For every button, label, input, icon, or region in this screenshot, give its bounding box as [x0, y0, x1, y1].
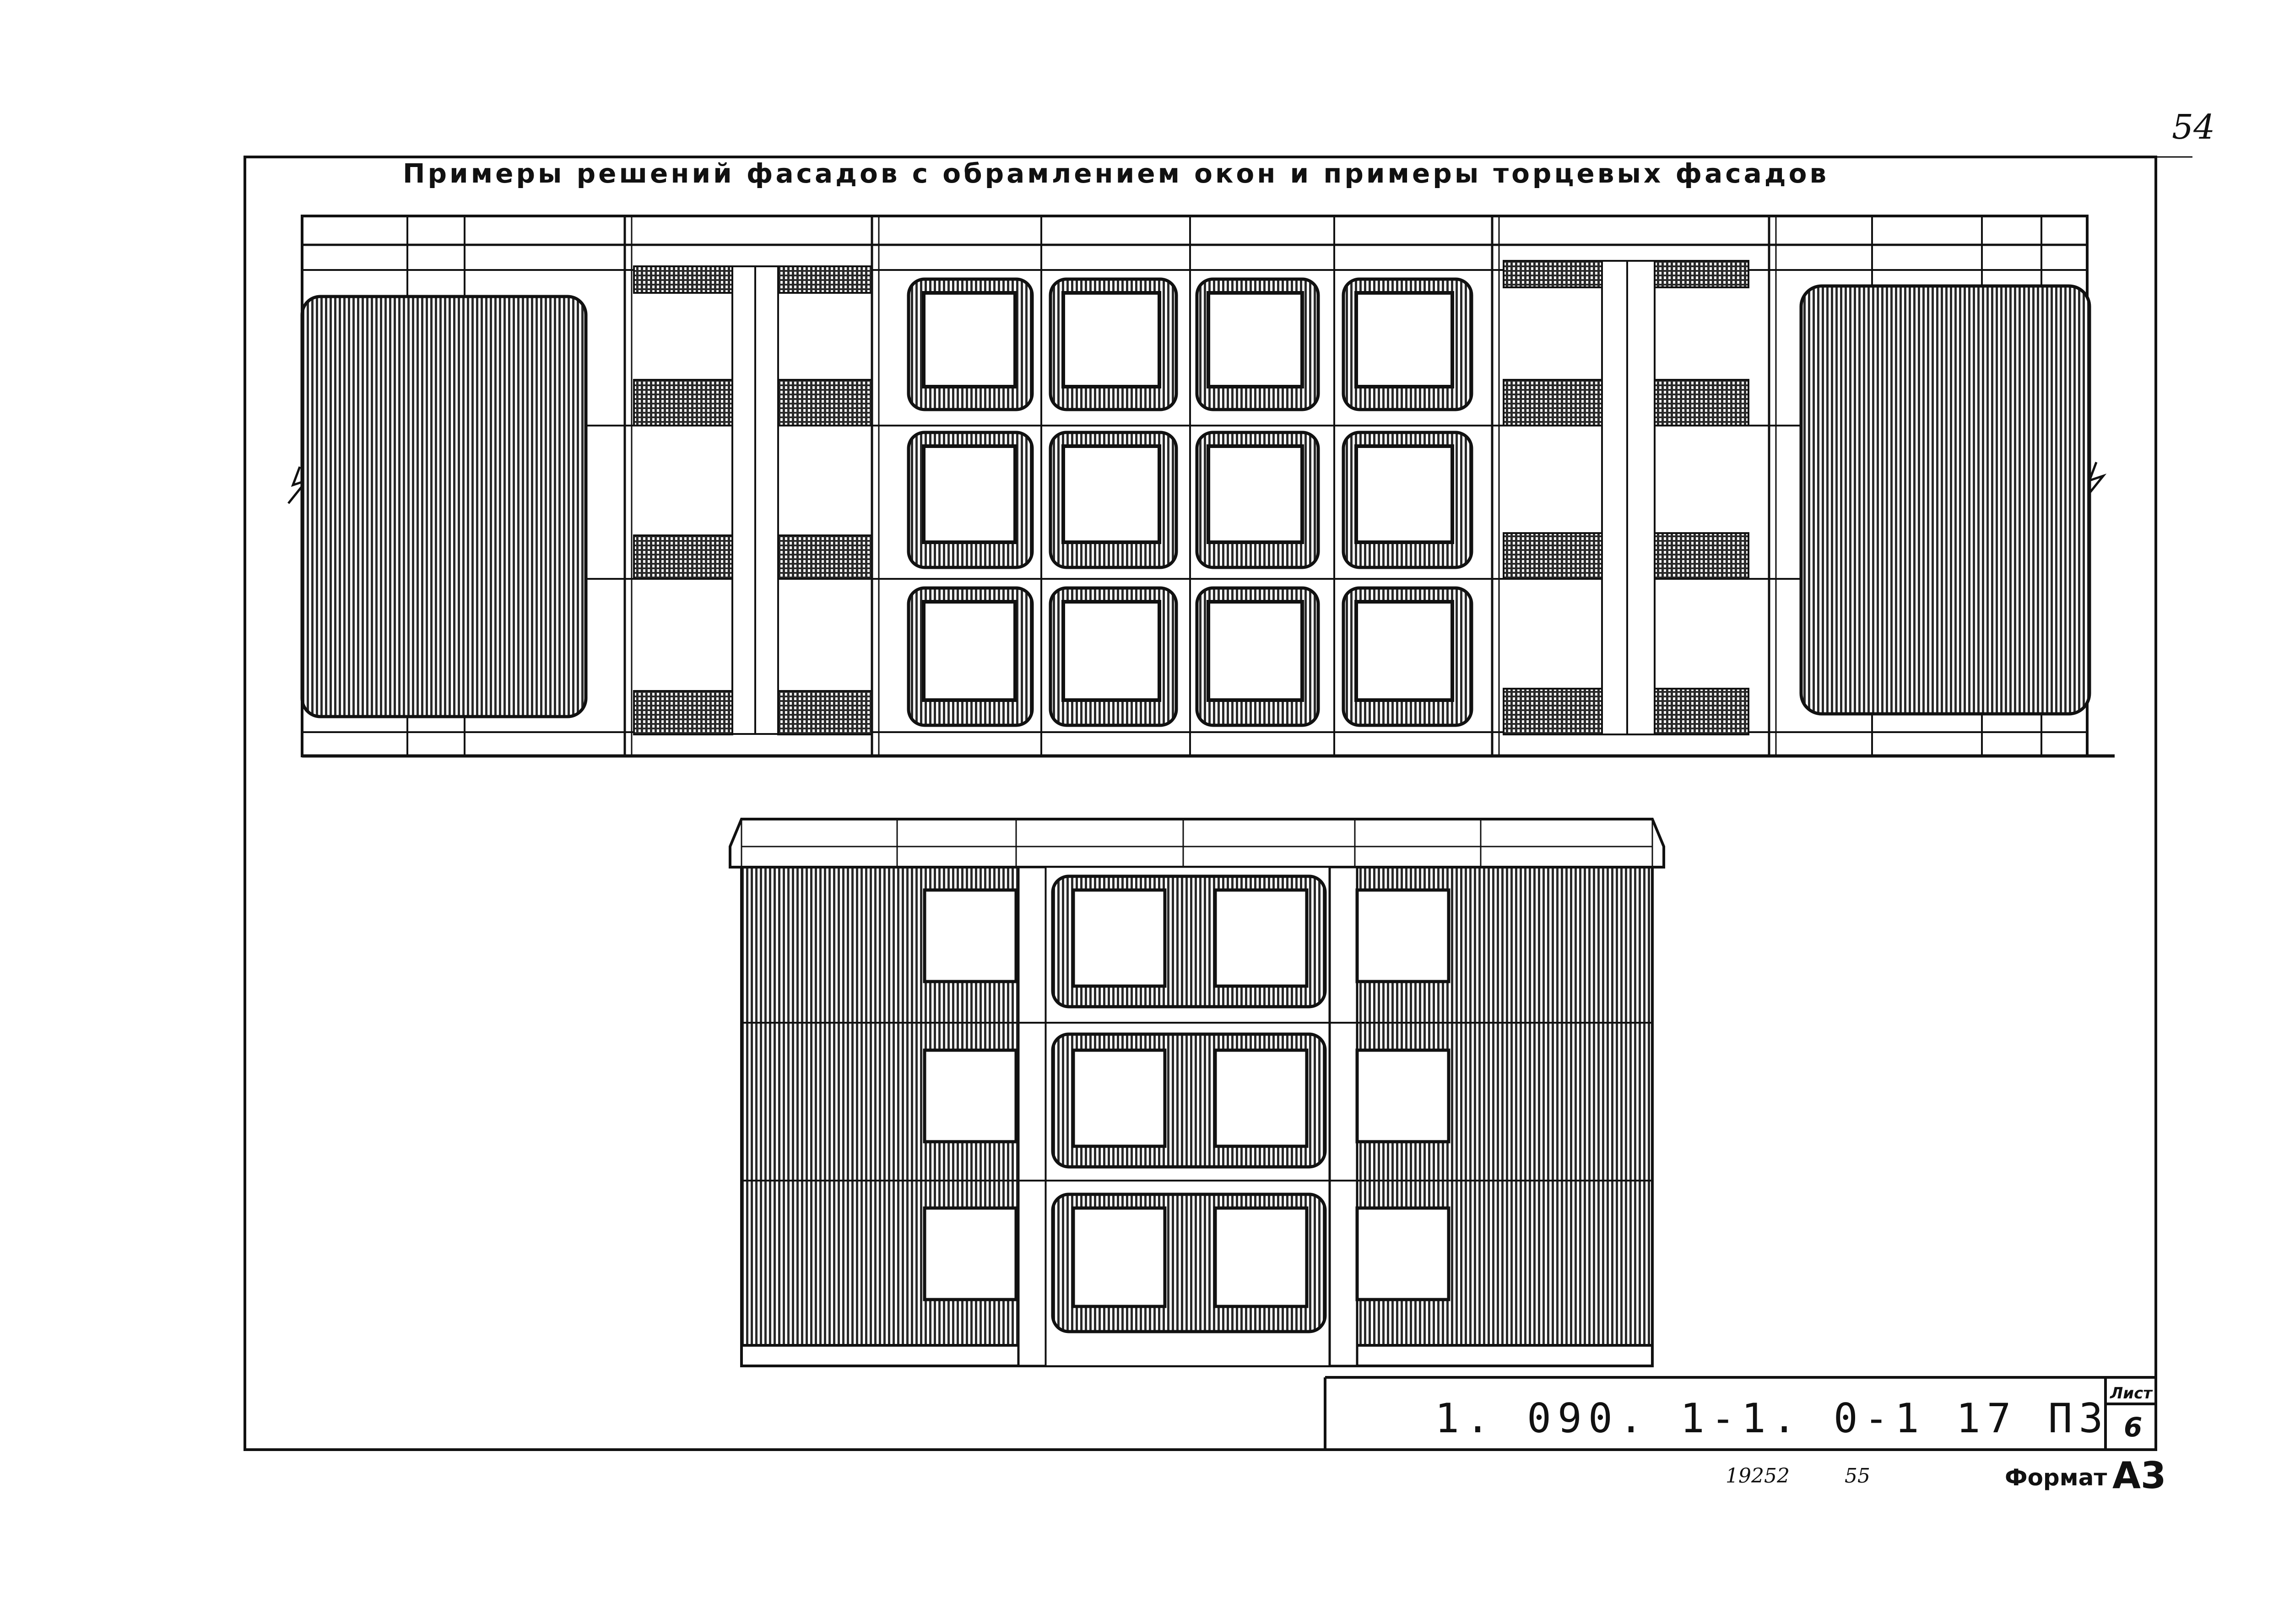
end-panel-left [300, 295, 588, 718]
loggia-bay-left [633, 265, 873, 735]
format-value: А3 [2112, 1454, 2166, 1497]
end-facade-elevation [729, 818, 1665, 1367]
end-panel-right [1799, 284, 2091, 716]
archive-number: 19252 [1726, 1464, 1790, 1488]
sheet-value: 6 [2124, 1412, 2143, 1443]
sheet-label: Лист [2110, 1384, 2152, 1403]
format-label: Формат [2005, 1464, 2107, 1491]
title-block [1324, 1376, 2156, 1450]
document-code: 1. 090. 1-1. 0-1 17 ПЗ [1435, 1395, 2110, 1442]
sheet-number: 54 [2172, 108, 2215, 147]
drawing-title: Примеры решений фасадов с обрамлением ок… [403, 158, 1829, 189]
loggia-bay-right [1503, 260, 1749, 735]
framed-windows-grid [907, 277, 1473, 727]
page-number: 55 [1845, 1464, 1870, 1488]
drawing-frame [244, 156, 2192, 1451]
